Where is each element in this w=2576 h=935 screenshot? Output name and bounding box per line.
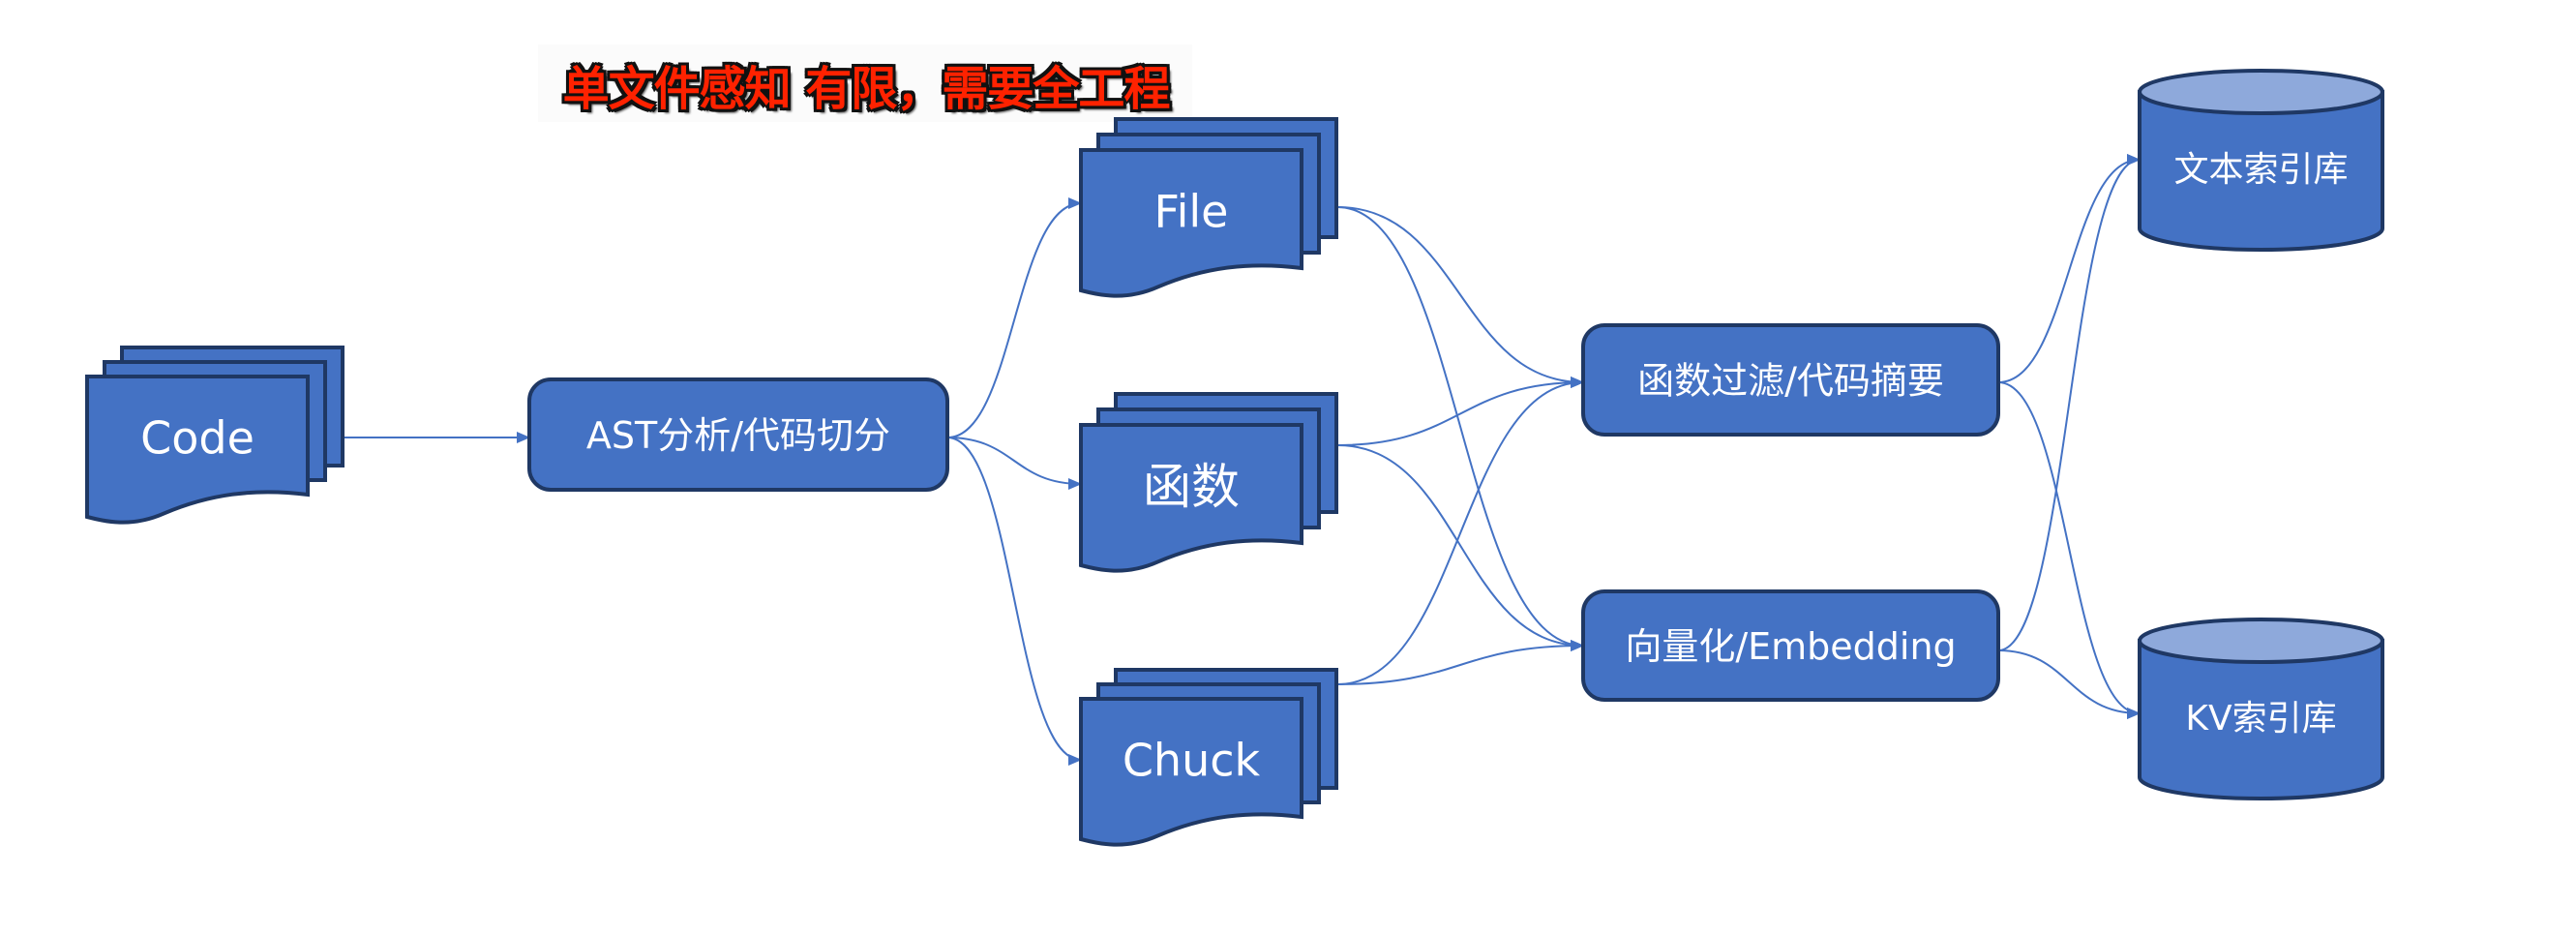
- diagram-title: 单文件感知 有限，需要全工程: [562, 62, 1171, 116]
- connector-chuck-to-filter: [1336, 377, 1584, 685]
- connector-ast-to-func: [946, 437, 1082, 490]
- node-ast[interactable]: AST分析/代码切分: [527, 377, 949, 492]
- connector-filter-to-kvdb: [1997, 381, 2141, 719]
- connector-embed-to-textdb: [1997, 154, 2141, 651]
- connector-embed-to-kvdb: [1997, 649, 2141, 719]
- node-label: 向量化/Embedding: [1625, 625, 1956, 668]
- document-sheet-front: [1079, 697, 1303, 847]
- node-code[interactable]: Code: [85, 346, 344, 525]
- node-label: 函数: [1143, 459, 1240, 515]
- node-label: Chuck: [1123, 735, 1261, 787]
- connector-func-to-embed: [1336, 444, 1584, 651]
- node-filter[interactable]: 函数过滤/代码摘要: [1581, 323, 2000, 437]
- process-box-shape: [1581, 323, 2000, 437]
- node-embed[interactable]: 向量化/Embedding: [1581, 589, 2000, 702]
- document-sheet-front: [1079, 423, 1303, 573]
- node-label: AST分析/代码切分: [586, 414, 890, 457]
- node-label: KV索引库: [2185, 699, 2336, 739]
- cylinder-body: [2138, 90, 2384, 252]
- cylinder-top: [2138, 618, 2384, 664]
- connector-ast-to-chuck: [946, 437, 1082, 766]
- node-file[interactable]: File: [1079, 117, 1338, 298]
- node-kvdb[interactable]: KV索引库: [2138, 618, 2384, 800]
- connector-file-to-filter: [1336, 206, 1584, 388]
- cylinder-top: [2138, 69, 2384, 115]
- connector-ast-to-file: [946, 197, 1082, 438]
- title-background: [538, 45, 1192, 122]
- process-box-shape: [527, 377, 949, 492]
- connector-filter-to-textdb: [1997, 154, 2141, 383]
- process-box-shape: [1581, 589, 2000, 702]
- node-label: Code: [140, 412, 255, 465]
- node-label: 文本索引库: [2173, 150, 2348, 190]
- node-label: 函数过滤/代码摘要: [1637, 360, 1944, 403]
- document-sheet-front: [85, 375, 310, 525]
- node-textdb[interactable]: 文本索引库: [2138, 69, 2384, 252]
- cylinder-body: [2138, 639, 2384, 800]
- connectors: [342, 154, 2141, 766]
- connector-file-to-embed: [1336, 206, 1584, 651]
- node-chuck[interactable]: Chuck: [1079, 668, 1338, 847]
- node-label: File: [1154, 186, 1229, 238]
- connector-func-to-filter: [1336, 377, 1584, 446]
- connector-chuck-to-embed: [1336, 640, 1584, 685]
- node-func[interactable]: 函数: [1079, 392, 1338, 573]
- document-sheet-front: [1079, 148, 1303, 298]
